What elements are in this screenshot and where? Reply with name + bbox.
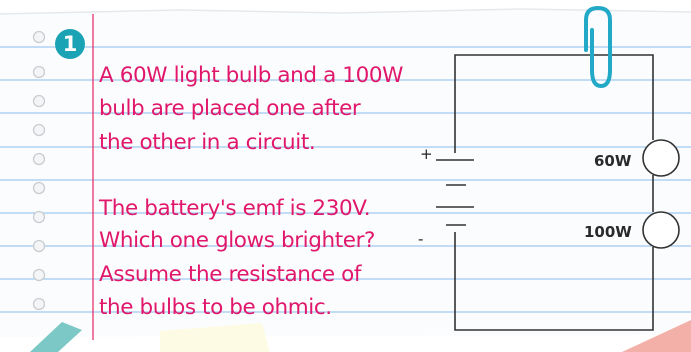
bulb-60w [642, 139, 680, 177]
bulb-100w [642, 211, 680, 249]
question-text: A 60W light bulb and a 100W bulb are pla… [98, 63, 404, 320]
battery-plus-sign: + [420, 145, 433, 163]
paperclip-icon [584, 5, 612, 89]
question-line-6: Assume the resistance of [99, 262, 362, 287]
question-line-1: A 60W light bulb and a 100W [99, 63, 403, 88]
question-line-3: the other in a circuit. [99, 130, 315, 155]
question-line-7: the bulbs to be ohmic. [99, 295, 332, 320]
circuit-wire-bottom [454, 232, 654, 331]
question-line-4: The battery's emf is 230V. [98, 196, 370, 221]
binder-holes [32, 30, 46, 311]
bulb-100w-label: 100W [584, 223, 632, 241]
question-number: 1 [63, 32, 78, 56]
battery-minus-sign: - [418, 230, 423, 248]
question-line-5: Which one glows brighter? [99, 228, 375, 253]
question-number-badge: 1 [55, 29, 85, 59]
washi-tape-decoration [622, 320, 691, 352]
sticky-note-decoration [30, 322, 270, 352]
circuit-wire-top [454, 54, 654, 153]
bulb-60w-label: 60W [594, 152, 632, 170]
question-line-2: bulb are placed one after [99, 96, 361, 121]
circuit-diagram [436, 54, 680, 331]
ruled-lines [0, 46, 691, 313]
